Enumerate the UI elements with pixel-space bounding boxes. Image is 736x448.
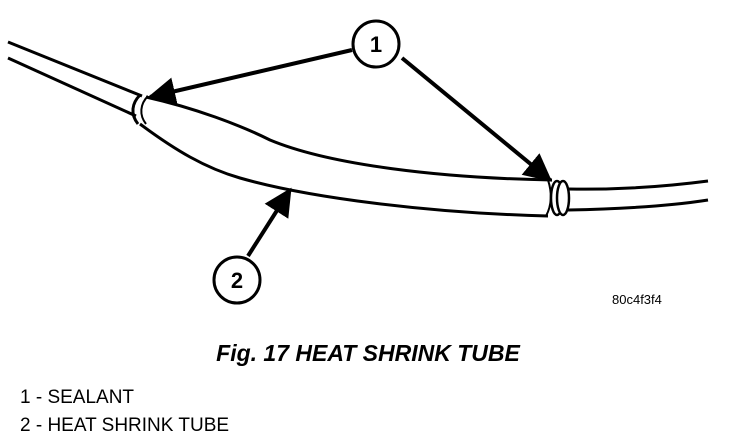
- heat-shrink-tube-diagram: 1 2: [7, 19, 709, 305]
- callout-1: 1: [351, 19, 401, 69]
- heat-shrink-tube: [139, 95, 553, 218]
- leader-arrow-1-left: [147, 48, 353, 105]
- sealant-right-end: [549, 179, 571, 217]
- leader-arrow-2: [246, 187, 292, 258]
- legend-item-heat-shrink-tube: 2 - HEAT SHRINK TUBE: [20, 415, 230, 436]
- legend-item-sealant: 1 - SEALANT: [20, 387, 135, 408]
- left-wire: [7, 40, 143, 118]
- callout-2: 2: [212, 255, 262, 305]
- leader-arrow-1-right: [400, 56, 553, 182]
- reference-code: 80c4f3f4: [612, 292, 662, 307]
- right-wire: [567, 179, 709, 212]
- figure-caption: Fig. 17 HEAT SHRINK TUBE: [216, 340, 520, 366]
- sealant-left-end: [131, 93, 149, 125]
- legend: 1 - SEALANT 2 - HEAT SHRINK TUBE: [20, 384, 229, 440]
- callout-2-label: 2: [231, 268, 243, 293]
- callout-1-label: 1: [370, 32, 382, 57]
